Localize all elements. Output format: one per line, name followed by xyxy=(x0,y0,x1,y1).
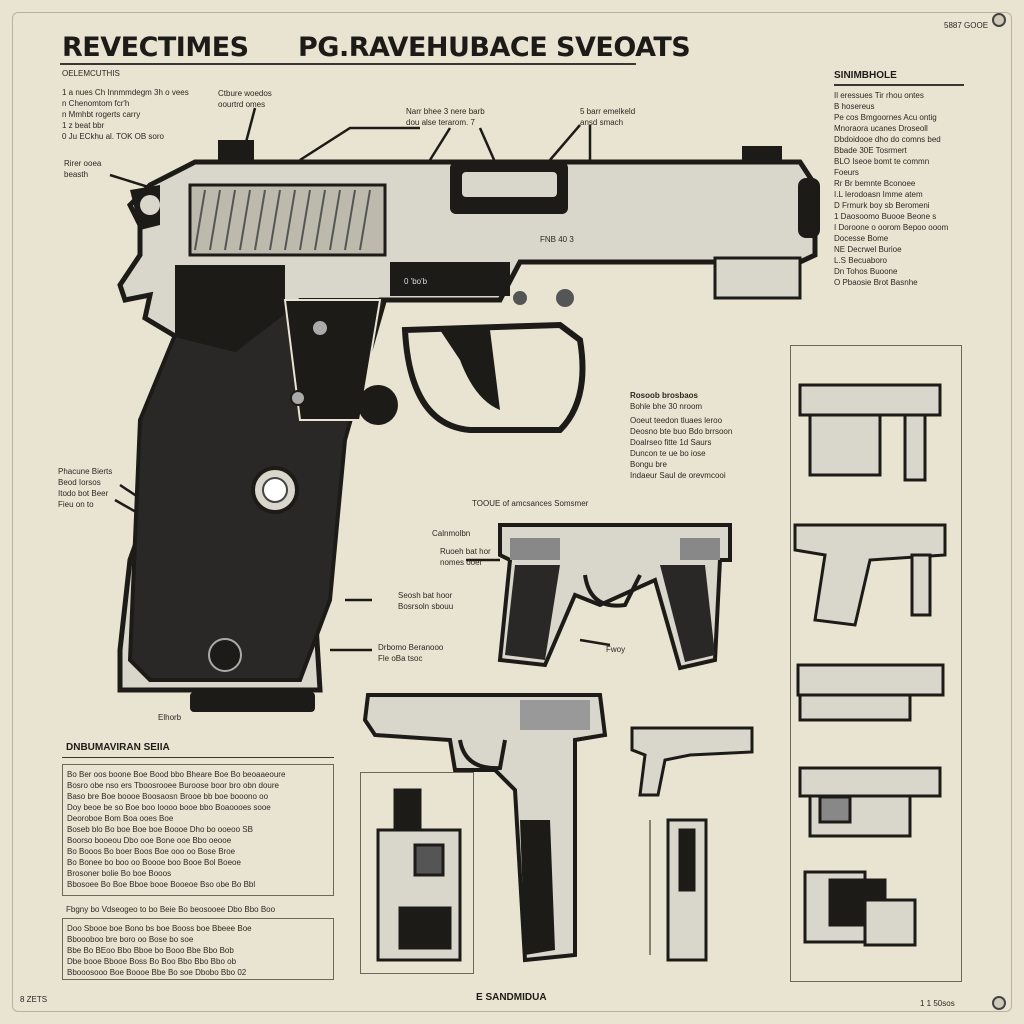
text-line: Deosno bte buo Bdo brrsoon xyxy=(630,427,733,436)
text-line: L.S Becuaboro xyxy=(834,256,887,265)
text-line: Doy beoe be so Boe boo Ioooo booe bbo Bo… xyxy=(67,803,271,812)
text-line: Bo Ber oos boone Boe Bood bbo Bheare Boe… xyxy=(67,770,286,779)
text-line: Doalrseo fitte 1d Saurs xyxy=(630,438,712,447)
callout-bottom-left: Elhorb xyxy=(158,713,182,722)
spec-rule xyxy=(62,757,334,758)
text-line: O Pbaosie Brot Basnhe xyxy=(834,278,918,287)
title-right: PG.RAVEHUBACE SVEOATS xyxy=(298,32,691,63)
text-line: 1 Daosoomo Buooe Beone s xyxy=(834,212,937,221)
text-line: Indaeur Saul de orevmcooi xyxy=(630,471,726,480)
parts-column xyxy=(790,345,962,982)
text-line: Bboooboo bre boro oo Bose bo soe xyxy=(67,935,194,944)
text-line: Rr Br bemnte Bconoee xyxy=(834,179,916,188)
left-notes: OELEMCUTHIS 1 a nues Ch Innmmdegm 3h o v… xyxy=(62,69,189,141)
footer-center: E SANDMIDUA xyxy=(476,992,547,1003)
text-line: Boorso booeou Dbo ooe Bone ooe Bbo oeooe xyxy=(67,836,232,845)
screw-icon xyxy=(992,13,1006,27)
text-line: I Doroone o oorom Bepoo ooom xyxy=(834,223,949,232)
spec-box-2: Doo Sbooe boe Bono bs boe Booss boe Bbee… xyxy=(62,918,334,980)
text-line: Bbooosooo Boe Boooe Bbe Bo soe Dbobo Bbo… xyxy=(67,968,247,977)
text-line: Foeurs xyxy=(834,168,859,177)
text-line: Bosro obe nso ers Tboosrooee Buroose boo… xyxy=(67,781,279,790)
spec-heading: DNBUMAVIRAN SEIIA xyxy=(66,742,170,753)
text-line: Dbdoidooe dho do comns bed xyxy=(834,135,941,144)
text-line: Bo Booos Bo boer Boos Boe ooo oo Bose Br… xyxy=(67,847,236,856)
corner-code: 5887 GOOE xyxy=(944,21,989,30)
frame-code: FNB 40 3 xyxy=(540,235,574,244)
magazine-box xyxy=(360,772,474,974)
mid-notes: Rosoob brosbaos Bohle bhe 30 nroom Ooeut… xyxy=(630,391,733,480)
text-line: Dn Tohos Buoone xyxy=(834,267,898,276)
text-line: Doo Sbooe boe Bono bs boe Booss boe Bbee… xyxy=(67,924,252,933)
text-line: Bbe Bo BEoo Bbo Bboe bo Booo Bbe Bbo Bob xyxy=(67,946,234,955)
title-rule xyxy=(60,63,636,65)
text-line: Ooeut teedon tluaes leroo xyxy=(630,416,723,425)
text-line: Mnoraora ucanes Droseoll xyxy=(834,124,928,133)
spec-box: Bo Ber oos boone Boe Bood bbo Bheare Boe… xyxy=(62,764,334,896)
text-line: Brosoner bolie Bo boe Booos xyxy=(67,869,172,878)
callout-small-gun: Calnmolbn xyxy=(432,529,471,538)
text-line: BLO Iseoe bomt te commn xyxy=(834,157,930,166)
poster-frame xyxy=(12,12,1012,1012)
text-line: Il eressues Tir rhou ontes xyxy=(834,91,924,100)
spec-subheading: Fbgny bo Vdseogeo to bo Beie Bo beosooee… xyxy=(66,905,276,914)
text-line: Bo Bonee bo boo oo Boooe boo Booe Bol Bo… xyxy=(67,858,241,867)
text-line: I.L Ierodoasn Imme atem xyxy=(834,190,923,199)
text-line: Bongu bre xyxy=(630,460,667,469)
callout-grip: Fwoy xyxy=(606,645,626,654)
small-gun-title: TOOUE of amcsances Somsmer xyxy=(472,499,589,508)
text-line: Bbosoee Bo Boe Bboe booe Booeoe Bso obe … xyxy=(67,880,256,889)
text-line: Boseb blo Bo boe Boe boe Boooe Dho bo oo… xyxy=(67,825,253,834)
text-line: Dbe booe Bbooe Boss Bo Boo Bbo Bbo Bbo o… xyxy=(67,957,237,966)
footer-left: 8 ZETS xyxy=(20,995,48,1004)
text-line: Baso bre Boe boooe Boosaosn Brooe bb boe… xyxy=(67,792,269,801)
text-line: Docesse Bome xyxy=(834,234,889,243)
text-line: NE Decrwel Burioe xyxy=(834,245,902,254)
text-line: Bbade 30E Tosrmert xyxy=(834,146,907,155)
text-line: Duncon te ue bo iose xyxy=(630,449,706,458)
slide-code: 0 'bo'b xyxy=(404,277,428,286)
screw-icon xyxy=(992,996,1006,1010)
title-left: REVECTIMES xyxy=(62,32,249,63)
text-line: B hosereus xyxy=(834,102,875,111)
text-line: D Frmurk boy sb Beromeni xyxy=(834,201,930,210)
text-line: Deoroboe Bom Boa ooes Boe xyxy=(67,814,174,823)
footer-right: 1 1 50sos xyxy=(920,999,955,1008)
text-line: Pe cos Bmgoornes Acu ontig xyxy=(834,113,937,122)
